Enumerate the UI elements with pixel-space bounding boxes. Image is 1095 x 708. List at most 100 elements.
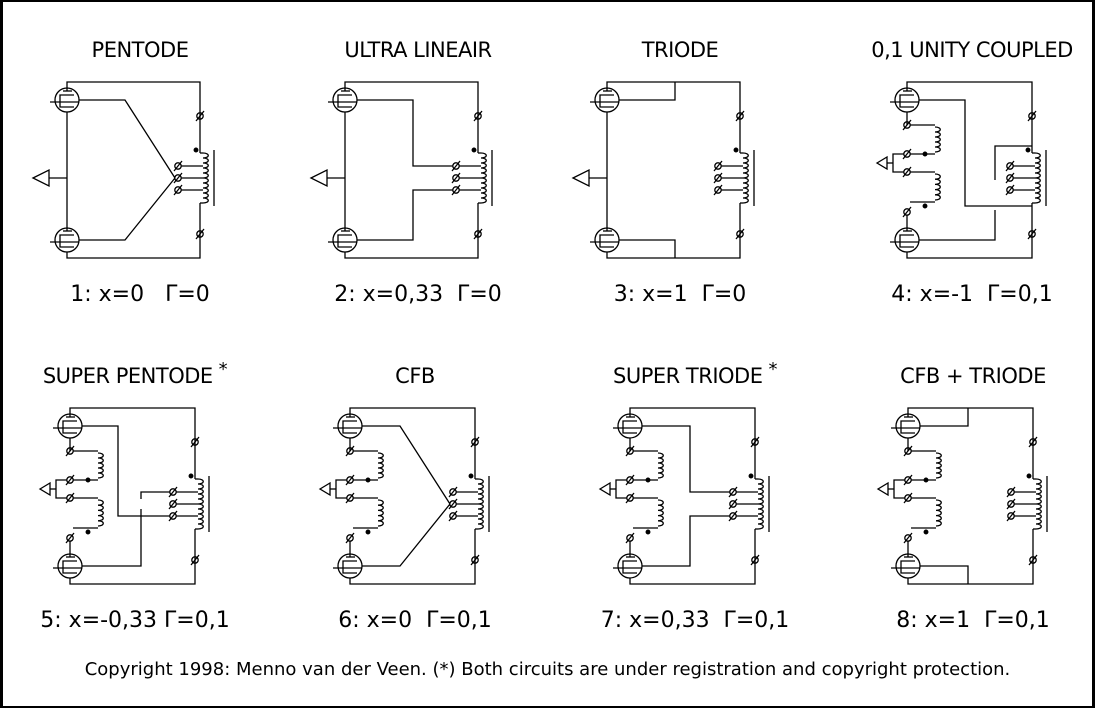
polarity-dot [365, 529, 371, 535]
input-triangle-icon [876, 481, 889, 497]
suppressor-grid [599, 242, 614, 248]
suppressor-grid [900, 568, 915, 574]
circuit-diagram [318, 407, 490, 585]
tube-icon [328, 87, 358, 113]
polarity-dot [188, 473, 194, 479]
input-triangle-icon [571, 168, 590, 188]
screen-grid [342, 560, 357, 568]
anode-wire-top [906, 81, 1033, 153]
terminal-icon [902, 166, 912, 178]
screen-wire [362, 425, 451, 505]
screen-wire [82, 425, 170, 517]
circuit-diagram [571, 81, 755, 259]
cathode-winding-upper [97, 452, 104, 479]
anode-wire-bottom [629, 529, 756, 585]
terminal-icon [728, 510, 738, 522]
circuit-panel-triode: TRIODE 3: x=1 Γ=0 [545, 38, 815, 338]
terminal-slash [1027, 228, 1037, 240]
anode-wire-bottom [606, 203, 741, 259]
terminal-icon [190, 436, 200, 448]
terminal-icon [65, 445, 75, 457]
terminal-slash [168, 486, 178, 498]
terminal-slash [625, 532, 635, 544]
circuit-title: 0,1 UNITY COUPLED [871, 38, 1073, 62]
terminal-ring [471, 556, 479, 564]
screen-wire [79, 99, 176, 179]
terminal-ring [196, 112, 204, 120]
polarity-dot [923, 477, 929, 483]
terminal-slash [345, 492, 355, 504]
terminal-slash [448, 498, 458, 510]
terminal-ring [471, 438, 479, 446]
terminal-slash [473, 228, 483, 240]
input-wire [615, 479, 627, 499]
circuit-title: ULTRA LINEAIR [344, 38, 492, 62]
tube-icon [890, 87, 920, 113]
transformer-primary [202, 152, 209, 204]
suppressor-grid [899, 102, 914, 108]
anode-wire-top [344, 81, 479, 153]
terminal-icon [735, 110, 745, 122]
screen-wire [362, 503, 451, 567]
anode-wire-top [349, 407, 476, 479]
terminal-slash [470, 436, 480, 448]
screen-wire [920, 408, 969, 427]
terminal-slash [1028, 554, 1038, 566]
terminal-icon [625, 474, 635, 486]
terminal-ring [736, 112, 744, 120]
copyright-footer: Copyright 1998: Menno van der Veen. (*) … [84, 659, 1011, 680]
terminal-slash [470, 554, 480, 566]
screen-grid [342, 420, 357, 428]
terminal-slash [65, 445, 75, 457]
suppressor-grid [599, 102, 614, 108]
terminal-icon [713, 172, 723, 184]
terminal-slash [195, 110, 205, 122]
transformer-primary [742, 152, 749, 204]
circuit-formula: 2: x=0,33 Γ=0 [334, 282, 502, 307]
terminal-slash [750, 436, 760, 448]
terminal-icon [713, 160, 723, 172]
terminal-icon [1027, 228, 1037, 240]
terminal-icon [190, 554, 200, 566]
polarity-dot [922, 151, 928, 157]
circuit-panel-cfb: CFB 6: x=0 Γ=0,1 [280, 364, 550, 664]
screen-wire [140, 491, 170, 499]
terminal-icon [1027, 110, 1037, 122]
terminal-icon [451, 172, 461, 184]
tube-icon [53, 413, 83, 439]
terminal-icon [1006, 486, 1016, 498]
tube-icon [333, 553, 363, 579]
suppressor-grid [622, 568, 637, 574]
terminal-icon [195, 228, 205, 240]
terminal-slash [625, 474, 635, 486]
terminal-slash [735, 228, 745, 240]
terminal-icon [713, 184, 723, 196]
input-triangle-icon [598, 481, 611, 497]
terminal-slash [473, 110, 483, 122]
polarity-dot [471, 147, 477, 153]
terminal-slash [728, 498, 738, 510]
circuit-diagram [31, 81, 215, 259]
cathode-winding-upper [934, 126, 941, 153]
screen-grid [62, 560, 77, 568]
circuit-panel-cfb-triode: CFB + TRIODE 8: x=1 Γ=0,1 [838, 364, 1095, 664]
screen-wire [642, 425, 730, 493]
tube-icon [891, 553, 921, 579]
terminal-slash [1006, 510, 1016, 522]
terminal-ring [196, 230, 204, 238]
transformer-primary [1034, 152, 1041, 204]
circuit-diagram [875, 81, 1047, 259]
screen-wire [919, 210, 996, 241]
terminal-icon [448, 486, 458, 498]
anode-wire-bottom [344, 203, 479, 259]
anode-wire-bottom [907, 529, 1034, 585]
suppressor-grid [337, 242, 352, 248]
screen-wire [919, 99, 1032, 207]
circuit-formula: 8: x=1 Γ=0,1 [896, 608, 1050, 633]
screen-grid [899, 94, 914, 102]
polarity-dot [923, 529, 929, 535]
terminal-slash [190, 554, 200, 566]
circuit-formula: 1: x=0 Γ=0 [70, 282, 210, 307]
screen-grid [599, 94, 614, 102]
polarity-dot [922, 203, 928, 209]
